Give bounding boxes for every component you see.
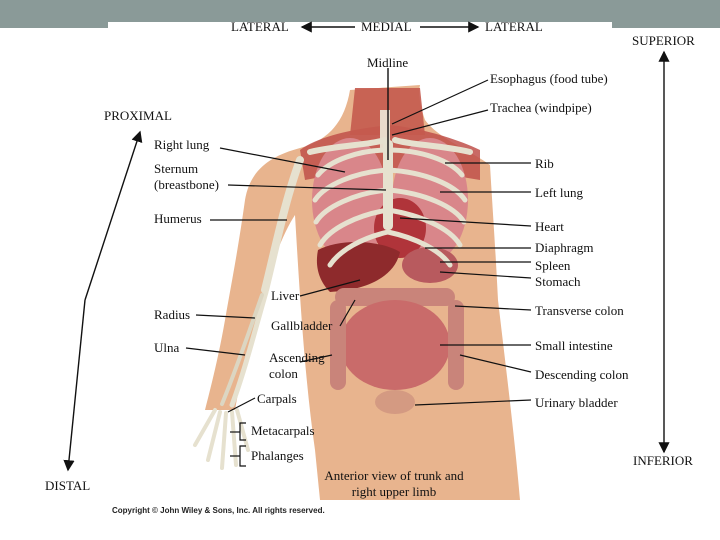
trachea-shape <box>380 110 390 150</box>
label-small-intestine: Small intestine <box>535 338 613 353</box>
header-bar-left <box>0 0 108 28</box>
label-distal: DISTAL <box>45 478 91 493</box>
label-stomach: Stomach <box>535 274 581 289</box>
caption-line-2: right upper limb <box>351 484 437 499</box>
label-midline: Midline <box>367 55 409 70</box>
leader-lines <box>185 79 532 467</box>
torso-figure <box>193 85 520 500</box>
label-lateral-right: LATERAL <box>485 19 543 34</box>
radius-bone <box>229 289 269 408</box>
sternum-bone <box>383 140 393 230</box>
label-carpals: Carpals <box>257 391 297 406</box>
label-descending-colon: Descending colon <box>535 367 629 382</box>
label-rib: Rib <box>535 156 554 171</box>
label-trachea: Trachea (windpipe) <box>490 100 592 115</box>
label-spleen: Spleen <box>535 258 571 273</box>
humerus-bone <box>261 156 304 294</box>
label-gallbladder: Gallbladder <box>271 318 333 333</box>
label-sternum-breastbone: (breastbone) <box>154 177 219 192</box>
label-transverse-colon: Transverse colon <box>535 303 624 318</box>
ascending-colon-shape <box>330 300 346 390</box>
small-intestine-shape <box>340 300 450 390</box>
proximal-distal-arrow-down <box>63 299 86 472</box>
copyright-notice: Copyright © John Wiley & Sons, Inc. All … <box>112 506 325 515</box>
ulna-bone <box>220 293 264 406</box>
label-phalanges: Phalanges <box>251 448 304 463</box>
label-proximal: PROXIMAL <box>104 108 172 123</box>
label-medial: MEDIAL <box>361 19 412 34</box>
label-left-lung: Left lung <box>535 185 584 200</box>
label-inferior: INFERIOR <box>633 453 693 468</box>
proximal-distal-arrow-up <box>84 130 143 301</box>
clavicle-bones <box>307 137 473 155</box>
label-ascending-colon: Ascending <box>269 350 325 365</box>
rib-cage <box>312 147 468 268</box>
label-lateral-left: LATERAL <box>231 19 289 34</box>
header-bar-right <box>612 0 720 28</box>
label-esophagus: Esophagus (food tube) <box>490 71 608 86</box>
label-heart: Heart <box>535 219 564 234</box>
label-metacarpals: Metacarpals <box>251 423 315 438</box>
label-urinary-bladder: Urinary bladder <box>535 395 618 410</box>
label-ulna: Ulna <box>154 340 180 355</box>
urinary-bladder-shape <box>375 390 415 414</box>
header-bar-middle <box>108 0 612 22</box>
label-diaphragm: Diaphragm <box>535 240 594 255</box>
label-humerus: Humerus <box>154 211 202 226</box>
label-sternum: Sternum <box>154 161 199 176</box>
direction-arrows <box>63 21 670 472</box>
caption-line-1: Anterior view of trunk and <box>324 468 464 483</box>
label-superior: SUPERIOR <box>632 33 695 48</box>
label-ascending-colon-2: colon <box>269 366 298 381</box>
label-radius: Radius <box>154 307 191 322</box>
label-right-lung: Right lung <box>154 137 210 152</box>
transverse-colon-shape <box>335 288 455 306</box>
label-liver: Liver <box>271 288 300 303</box>
